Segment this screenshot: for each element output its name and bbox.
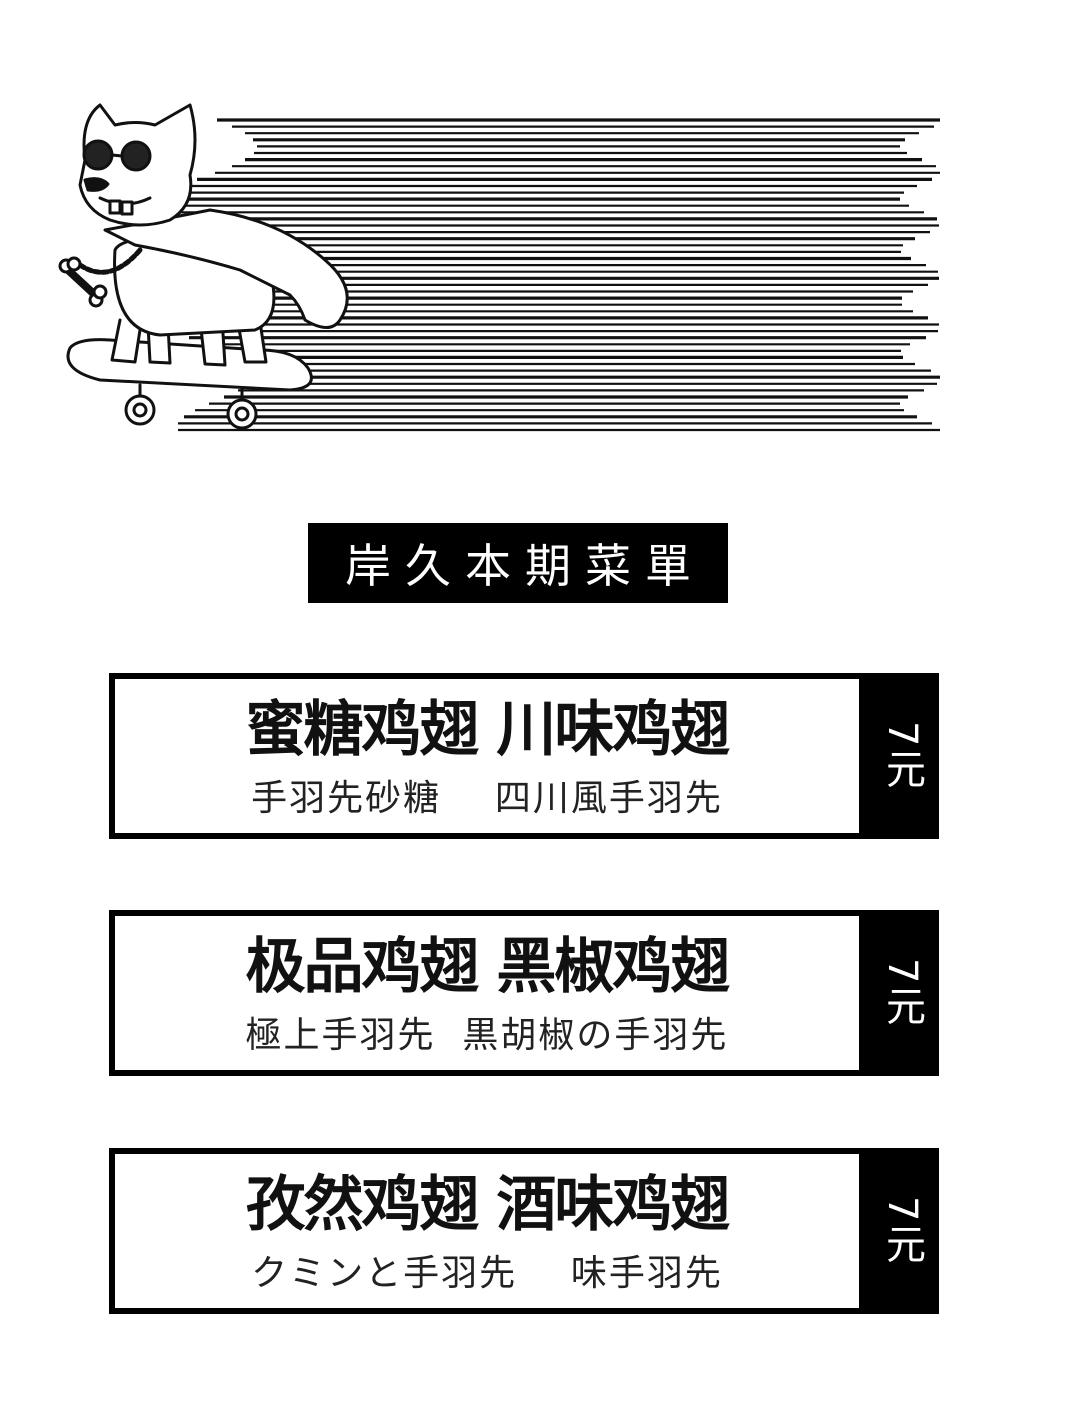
menu-item-card: 蜜糖鸡翅 川味鸡翅 手羽先砂糖 四川風手羽先 7元 <box>109 673 939 839</box>
price-tab: 7元 <box>865 673 939 839</box>
dish-names: 孜然鸡翅 酒味鸡翅 <box>245 1170 731 1240</box>
dish-names: 极品鸡翅 黑椒鸡翅 <box>245 932 731 1002</box>
dish-subtitle: クミンと手羽先 味手羽先 <box>251 1253 723 1294</box>
dish-names: 蜜糖鸡翅 川味鸡翅 <box>245 695 731 765</box>
menu-item-frame <box>109 1148 865 1314</box>
price-tab: 7元 <box>865 1148 939 1314</box>
menu-item-card: 极品鸡翅 黑椒鸡翅 極上手羽先 黒胡椒の手羽先 7元 <box>109 910 939 1076</box>
price-tab: 7元 <box>865 910 939 1076</box>
dish-subtitle: 極上手羽先 黒胡椒の手羽先 <box>245 1015 729 1056</box>
dog-on-skateboard-illustration <box>58 103 940 432</box>
speed-lines-graphic <box>156 118 940 432</box>
menu-title: 岸久本期菜單 <box>308 523 728 603</box>
menu-item-card: 孜然鸡翅 酒味鸡翅 クミンと手羽先 味手羽先 7元 <box>109 1148 939 1314</box>
price-label: 7元 <box>879 958 925 1028</box>
price-label: 7元 <box>879 1196 925 1266</box>
dish-subtitle: 手羽先砂糖 四川風手羽先 <box>251 778 723 819</box>
price-label: 7元 <box>879 721 925 791</box>
dog-on-skateboard-icon <box>58 103 349 430</box>
menu-item-frame <box>109 673 865 839</box>
menu-item-frame <box>109 910 865 1076</box>
